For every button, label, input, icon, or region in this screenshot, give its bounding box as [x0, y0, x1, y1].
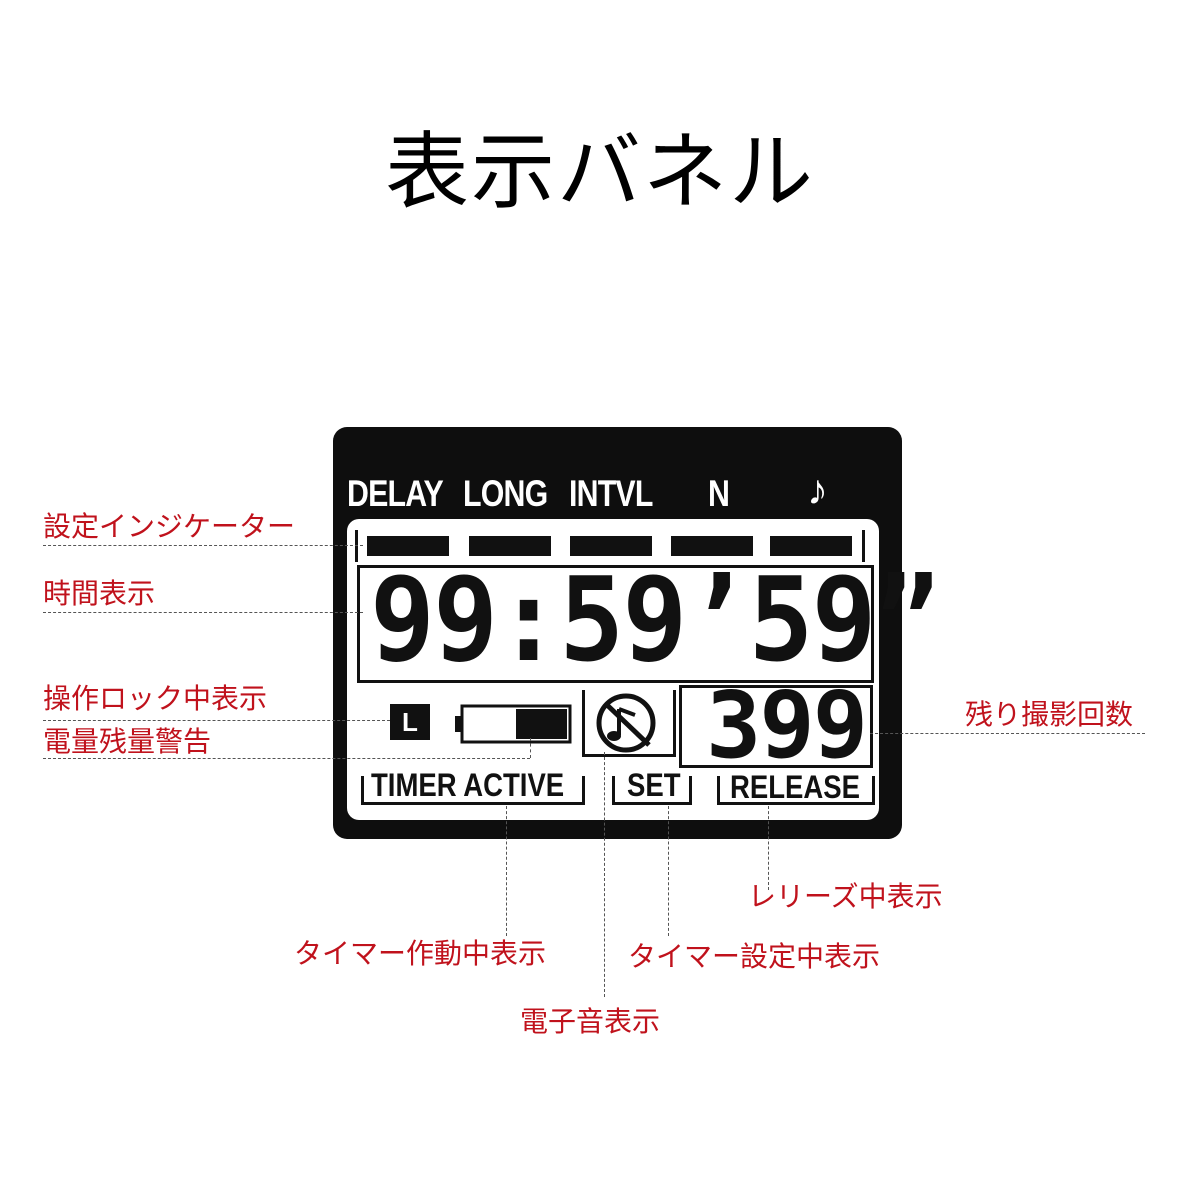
- annotation-battery-warning: 電量残量警告: [43, 725, 212, 758]
- battery-icon: [455, 704, 572, 744]
- leader-setting-indicator: [43, 545, 363, 546]
- indicator-delay: DELAY: [347, 473, 444, 514]
- timer-active-label: TIMER ACTIVE: [371, 767, 565, 803]
- leader-timer-set: [668, 806, 669, 936]
- leader-remaining-shots: [870, 733, 1145, 734]
- indicator-bar-long: [469, 536, 551, 556]
- indicator-bar-delay: [367, 536, 449, 556]
- indicator-long: LONG: [463, 473, 548, 514]
- indicator-bar-intvl: [570, 536, 652, 556]
- set-label: SET: [627, 767, 681, 803]
- leader-release: [768, 806, 769, 890]
- annotation-beep-display: 電子音表示: [520, 1005, 661, 1038]
- timer-active-bracket: [361, 776, 585, 805]
- beep-bracket: [582, 690, 676, 757]
- set-bracket: [612, 776, 692, 805]
- release-bracket: [717, 776, 875, 805]
- release-label: RELEASE: [730, 769, 860, 805]
- leader-lock-display: [43, 720, 390, 721]
- indicator-note: ♪: [807, 466, 828, 513]
- count-box: [679, 685, 873, 768]
- leader-beep: [604, 752, 605, 997]
- time-display: 99:59’59”: [370, 553, 940, 688]
- indicator-bar-note: [770, 536, 852, 556]
- lcd-screen: [347, 519, 879, 820]
- annotation-release-display: レリーズ中表示: [748, 880, 943, 913]
- annotation-time-display: 時間表示: [43, 577, 156, 610]
- indicator-intvl: INTVL: [569, 473, 653, 514]
- leader-battery-warning-v: [530, 738, 531, 758]
- time-box: [357, 565, 874, 683]
- annotation-setting-indicator: 設定インジケーター: [43, 510, 296, 543]
- remaining-count: 399: [706, 672, 868, 779]
- leader-timer-active: [506, 806, 507, 936]
- annotation-remaining-shots: 残り撮影回数: [965, 698, 1134, 731]
- beep-icon: [596, 693, 656, 753]
- leader-battery-warning-h: [43, 758, 530, 759]
- annotation-timer-set-display: タイマー設定中表示: [628, 940, 881, 973]
- indicator-bracket: [355, 530, 865, 562]
- indicator-bar-n: [671, 536, 753, 556]
- annotation-lock-display: 操作ロック中表示: [43, 682, 268, 715]
- annotation-timer-active-display: タイマー作動中表示: [294, 937, 547, 970]
- indicator-n: N: [708, 473, 730, 514]
- leader-time-display: [43, 612, 363, 613]
- lock-icon: L: [390, 704, 430, 740]
- page-title: 表示バネル: [384, 123, 815, 221]
